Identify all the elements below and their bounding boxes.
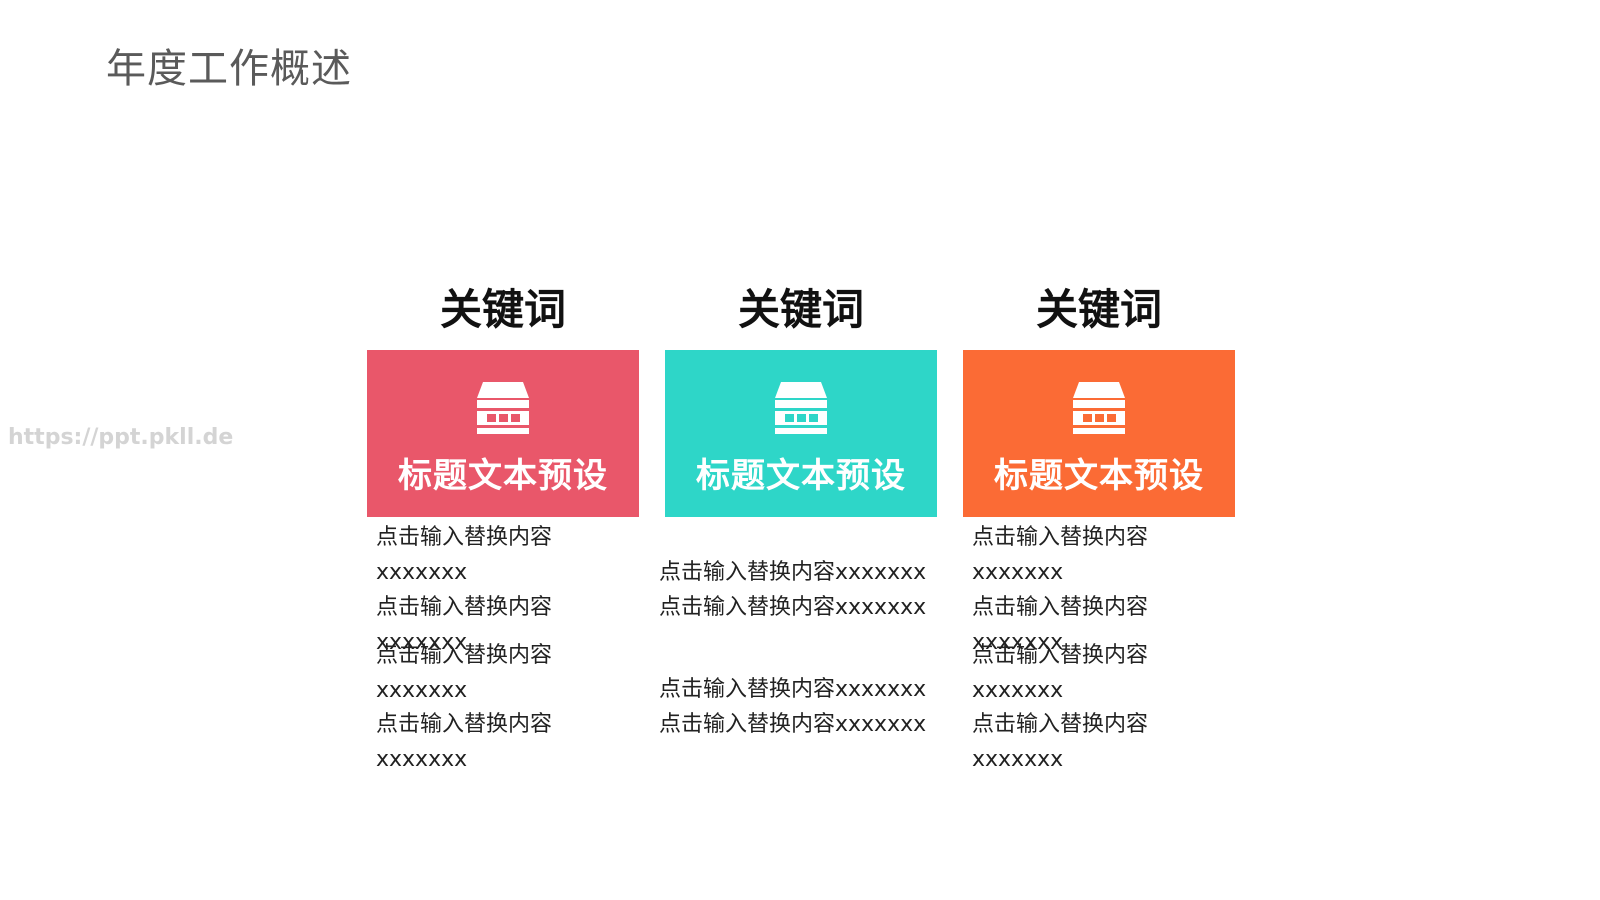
title-card: 标题文本预设	[665, 350, 937, 517]
store-icon	[477, 382, 529, 434]
content-line[interactable]: 点击输入替换内容	[972, 525, 1149, 550]
title-card: 标题文本预设	[963, 350, 1235, 517]
column-1: 关键词 标题文本预设 点击输入替换内容 xxxxxxx 点击输入替换内容 xxx…	[367, 280, 639, 777]
content-line[interactable]: xxxxxxx	[376, 560, 468, 585]
content-line[interactable]: xxxxxxx	[972, 678, 1064, 703]
content-list: 点击输入替换内容 xxxxxxx 点击输入替换内容 xxxxxxx 点击输入替换…	[367, 517, 639, 777]
content-line[interactable]: 点击输入替换内容	[376, 712, 553, 737]
content-line[interactable]: 点击输入替换内容xxxxxxx	[659, 712, 927, 737]
card-title: 标题文本预设	[994, 456, 1204, 496]
card-title: 标题文本预设	[398, 456, 608, 496]
content-line[interactable]: 点击输入替换内容	[376, 643, 553, 668]
keyword-heading: 关键词	[737, 285, 864, 334]
content-list: 点击输入替换内容 xxxxxxx 点击输入替换内容 xxxxxxx 点击输入替换…	[963, 517, 1235, 777]
content-line[interactable]: xxxxxxx	[972, 560, 1064, 585]
content-line[interactable]: 点击输入替换内容xxxxxxx	[659, 677, 927, 702]
store-icon	[775, 382, 827, 434]
content-line[interactable]: xxxxxxx	[972, 747, 1064, 772]
content-line[interactable]: xxxxxxx	[376, 678, 468, 703]
content-line[interactable]: 点击输入替换内容	[972, 595, 1149, 620]
content-line[interactable]: 点击输入替换内容	[972, 643, 1149, 668]
card-title: 标题文本预设	[696, 456, 906, 496]
page-title: 年度工作概述	[106, 46, 352, 92]
content-line[interactable]: 点击输入替换内容	[972, 712, 1149, 737]
column-2: 关键词 标题文本预设 点击输入替换内容xxxxxxx 点击输入替换内容xxxxx…	[659, 280, 937, 777]
keyword-heading: 关键词	[439, 285, 566, 334]
content-line[interactable]: xxxxxxx	[376, 747, 468, 772]
content-line[interactable]: 点击输入替换内容xxxxxxx	[659, 595, 927, 620]
watermark: https://ppt.pkll.de	[8, 425, 234, 450]
column-3: 关键词 标题文本预设 点击输入替换内容 xxxxxxx 点击输入替换内容 xxx…	[963, 280, 1235, 777]
content-line[interactable]: xxxxxxx	[376, 630, 468, 655]
content-list: 点击输入替换内容xxxxxxx 点击输入替换内容xxxxxxx 点击输入替换内容…	[659, 517, 937, 777]
title-card: 标题文本预设	[367, 350, 639, 517]
store-icon	[1073, 382, 1125, 434]
content-line[interactable]: 点击输入替换内容	[376, 595, 553, 620]
keyword-heading: 关键词	[1035, 285, 1162, 334]
content-line[interactable]: xxxxxxx	[972, 630, 1064, 655]
content-line[interactable]: 点击输入替换内容xxxxxxx	[659, 560, 927, 585]
content-line[interactable]: 点击输入替换内容	[376, 525, 553, 550]
